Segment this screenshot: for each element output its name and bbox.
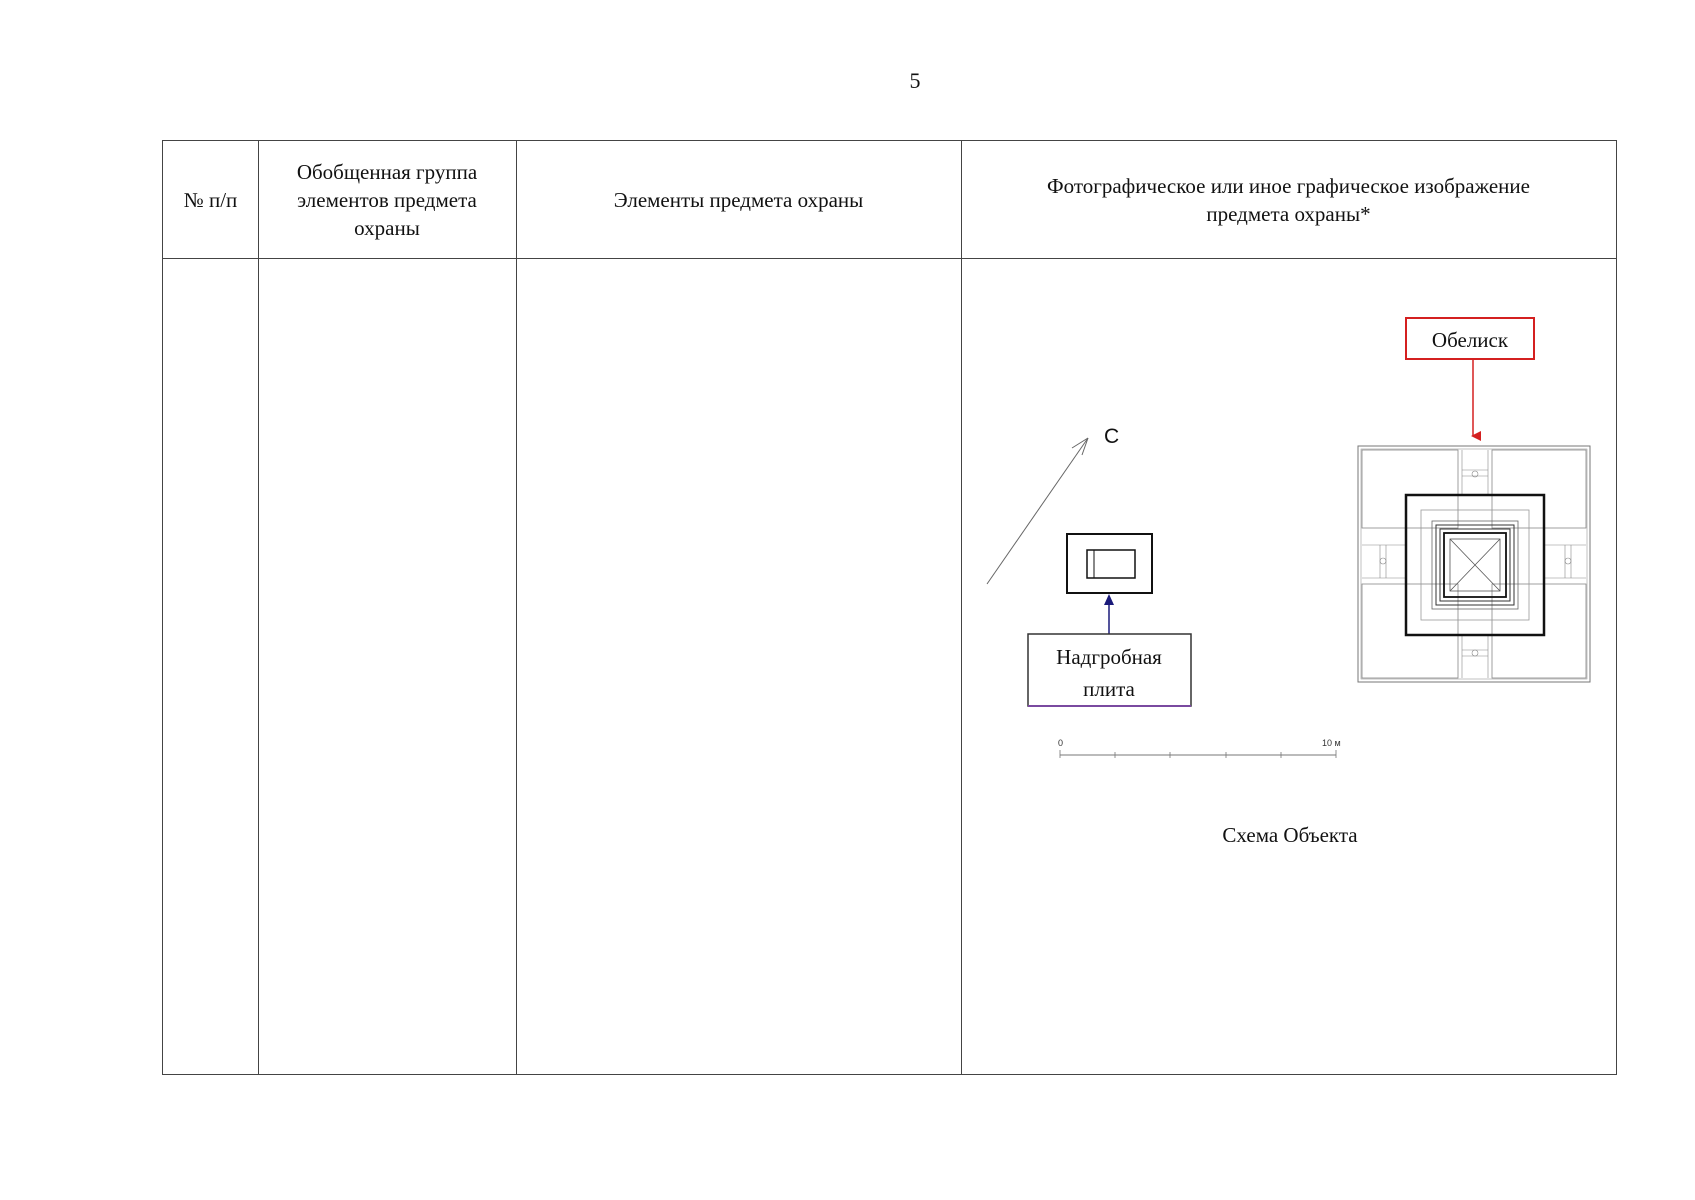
north-label: С <box>1104 425 1119 448</box>
header-elements: Элементы предмета охраны <box>613 187 864 212</box>
header-group: Обобщенная группа элементов предмета охр… <box>296 159 478 240</box>
obelisk-callout: Обелиск <box>1405 317 1535 441</box>
scale-end-label: 10 м <box>1322 738 1341 748</box>
scheme-caption: Схема Объекта <box>1222 823 1358 847</box>
page-number: 5 <box>909 68 921 93</box>
slab-callout-box: Надгробная плита <box>1027 633 1192 707</box>
protection-table: № п/п Обобщенная группа элементов предме… <box>162 140 1617 1075</box>
slab-label-line1: Надгробная <box>1056 645 1162 669</box>
gravestone-slab <box>1066 533 1153 594</box>
header-number: № п/п <box>183 187 238 212</box>
slab-callout-arrow <box>1104 594 1114 634</box>
header-divider <box>163 258 1616 259</box>
header-image: Фотографическое или иное графическое изо… <box>1047 173 1530 226</box>
obelisk-plan <box>1357 445 1591 683</box>
north-arrow: С <box>986 425 1119 585</box>
scale-bar: 0 10 м <box>1058 738 1341 758</box>
column-divider <box>961 141 962 1074</box>
slab-label-line2: плита <box>1083 677 1135 701</box>
column-divider <box>258 141 259 1074</box>
obelisk-label: Обелиск <box>1432 328 1509 352</box>
column-divider <box>516 141 517 1074</box>
scale-start-label: 0 <box>1058 738 1063 748</box>
